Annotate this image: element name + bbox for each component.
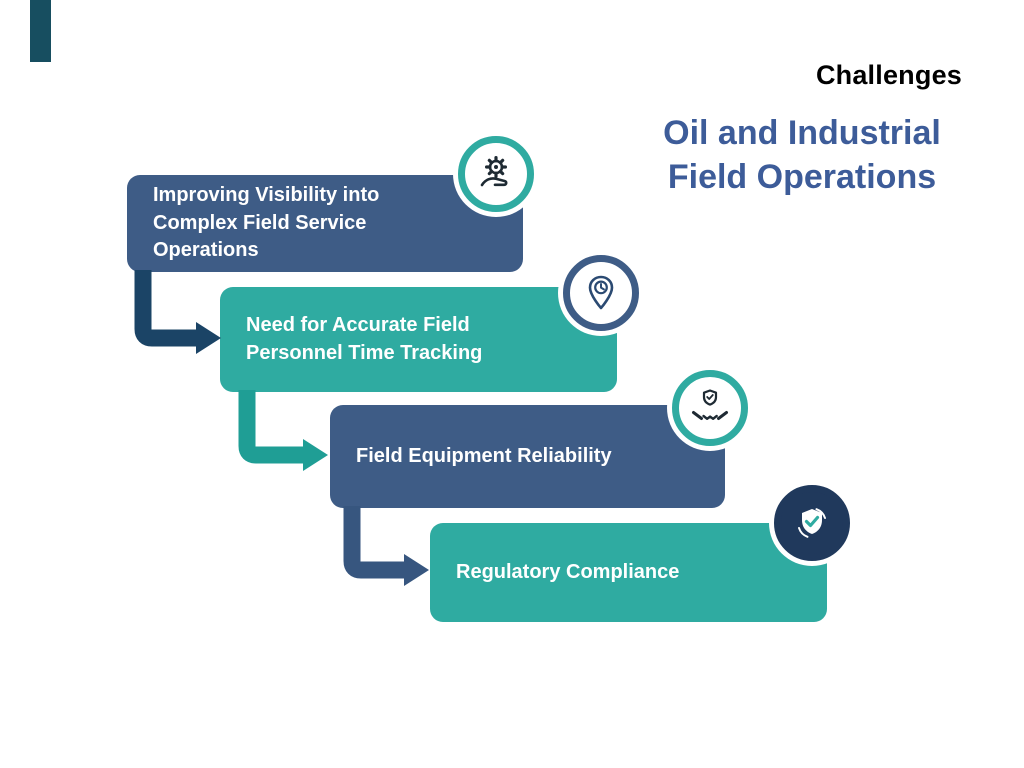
step-box-time-tracking: Need for Accurate Field Personnel Time T… (220, 287, 617, 392)
page-title-line2: Field Operations (667, 157, 937, 196)
handshake-shield-icon (692, 389, 728, 420)
page-title-line1: Oil and Industrial (663, 114, 941, 152)
kicker-title: Challenges (815, 60, 962, 90)
arrow-step2-step3 (238, 390, 328, 471)
step-label: Improving Visibility into Complex Field … (153, 184, 380, 262)
corner-accent-bar (30, 0, 51, 62)
handshake-shield-badge (672, 370, 748, 446)
step-box-visibility: Improving Visibility into Complex Field … (127, 175, 523, 272)
arrow-step3-step4 (343, 506, 429, 586)
step-label: Regulatory Compliance (456, 560, 680, 583)
step-label: Field Equipment Reliability (356, 444, 612, 467)
shield-check-badge (774, 485, 850, 561)
gear-hand-badge (458, 136, 534, 212)
page-title: Oil and Industrial Field Operations (602, 112, 1002, 199)
location-clock-badge (563, 255, 639, 331)
location-clock-icon (588, 275, 614, 310)
shield-check-icon (798, 508, 826, 538)
arrow-step1-step2 (134, 270, 221, 354)
step-box-regulatory-compliance: Regulatory Compliance (430, 523, 827, 622)
step-box-equipment-reliability: Field Equipment Reliability (330, 405, 725, 508)
step-label: Need for Accurate Field Personnel Time T… (246, 313, 483, 364)
gear-hand-icon (480, 155, 508, 187)
